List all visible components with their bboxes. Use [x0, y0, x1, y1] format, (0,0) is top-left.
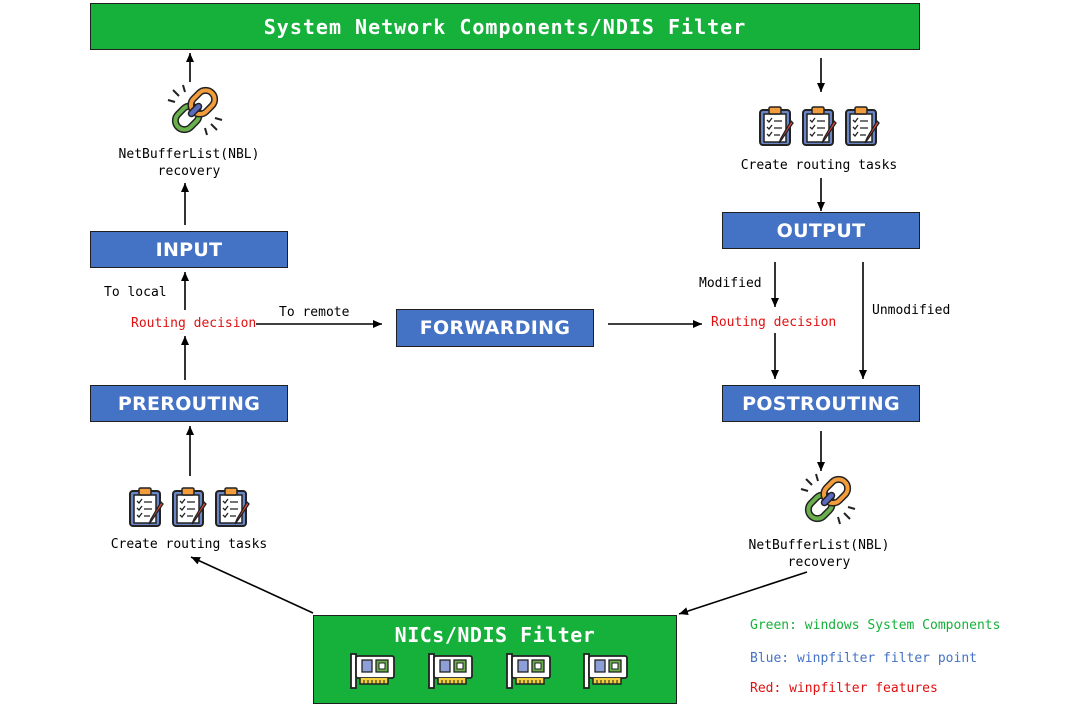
- postrouting-box: POSTROUTING: [722, 385, 920, 422]
- nbl-recovery-bottom-line1: NetBufferList(NBL): [748, 538, 890, 553]
- chain-link-icon: [167, 84, 223, 136]
- arrow-nics-to-tasks: [190, 556, 314, 614]
- modified-label: Modified: [699, 276, 762, 291]
- nbl-recovery-top-line1: NetBufferList(NBL): [118, 147, 260, 162]
- arrow-nbl-to-nics: [678, 571, 808, 615]
- nbl-recovery-top-line2: recovery: [157, 164, 221, 179]
- network-card-icon: [583, 653, 628, 689]
- forwarding-box: FORWARDING: [396, 309, 594, 347]
- routing-decision-right-label: Routing decision: [711, 315, 837, 330]
- unmodified-label: Unmodified: [872, 303, 951, 318]
- legend-blue: Blue: winpfilter filter point: [750, 651, 977, 666]
- input-box: INPUT: [90, 231, 288, 268]
- legend-green: Green: windows System Components: [750, 618, 1001, 633]
- system-network-components-box: System Network Components/NDIS Filter: [90, 3, 920, 50]
- network-card-icon: [506, 653, 551, 689]
- output-label: OUTPUT: [776, 219, 866, 242]
- nbl-recovery-bottom-label: NetBufferList(NBL) recovery: [749, 537, 890, 571]
- nbl-recovery-top-label: NetBufferList(NBL) recovery: [119, 146, 260, 180]
- postrouting-label: POSTROUTING: [742, 392, 900, 415]
- prerouting-label: PREROUTING: [117, 392, 261, 415]
- to-remote-label: To remote: [279, 305, 350, 320]
- network-card-icon: [428, 653, 473, 689]
- clipboard-checklist-icon: [845, 106, 880, 146]
- routing-decision-left-label: Routing decision: [131, 316, 257, 331]
- network-card-icon: [350, 653, 395, 689]
- clipboard-checklist-icon: [802, 106, 837, 146]
- input-label: INPUT: [155, 238, 223, 261]
- forwarding-label: FORWARDING: [419, 317, 571, 339]
- nbl-recovery-bottom-line2: recovery: [787, 555, 851, 570]
- clipboard-checklist-icon: [172, 487, 207, 527]
- prerouting-box: PREROUTING: [90, 385, 288, 422]
- system-network-components-label: System Network Components/NDIS Filter: [263, 14, 747, 39]
- legend-red: Red: winpfilter features: [750, 681, 938, 696]
- create-routing-tasks-left-label: Create routing tasks: [110, 537, 268, 552]
- nics-ndis-filter-label: NICs/NDIS Filter: [394, 623, 596, 647]
- output-box: OUTPUT: [722, 212, 920, 249]
- create-routing-tasks-right-label: Create routing tasks: [740, 158, 898, 173]
- clipboard-checklist-icon: [759, 106, 794, 146]
- clipboard-checklist-icon: [129, 487, 164, 527]
- clipboard-checklist-icon: [215, 487, 250, 527]
- chain-link-icon: [800, 473, 856, 525]
- to-local-label: To local: [104, 285, 167, 300]
